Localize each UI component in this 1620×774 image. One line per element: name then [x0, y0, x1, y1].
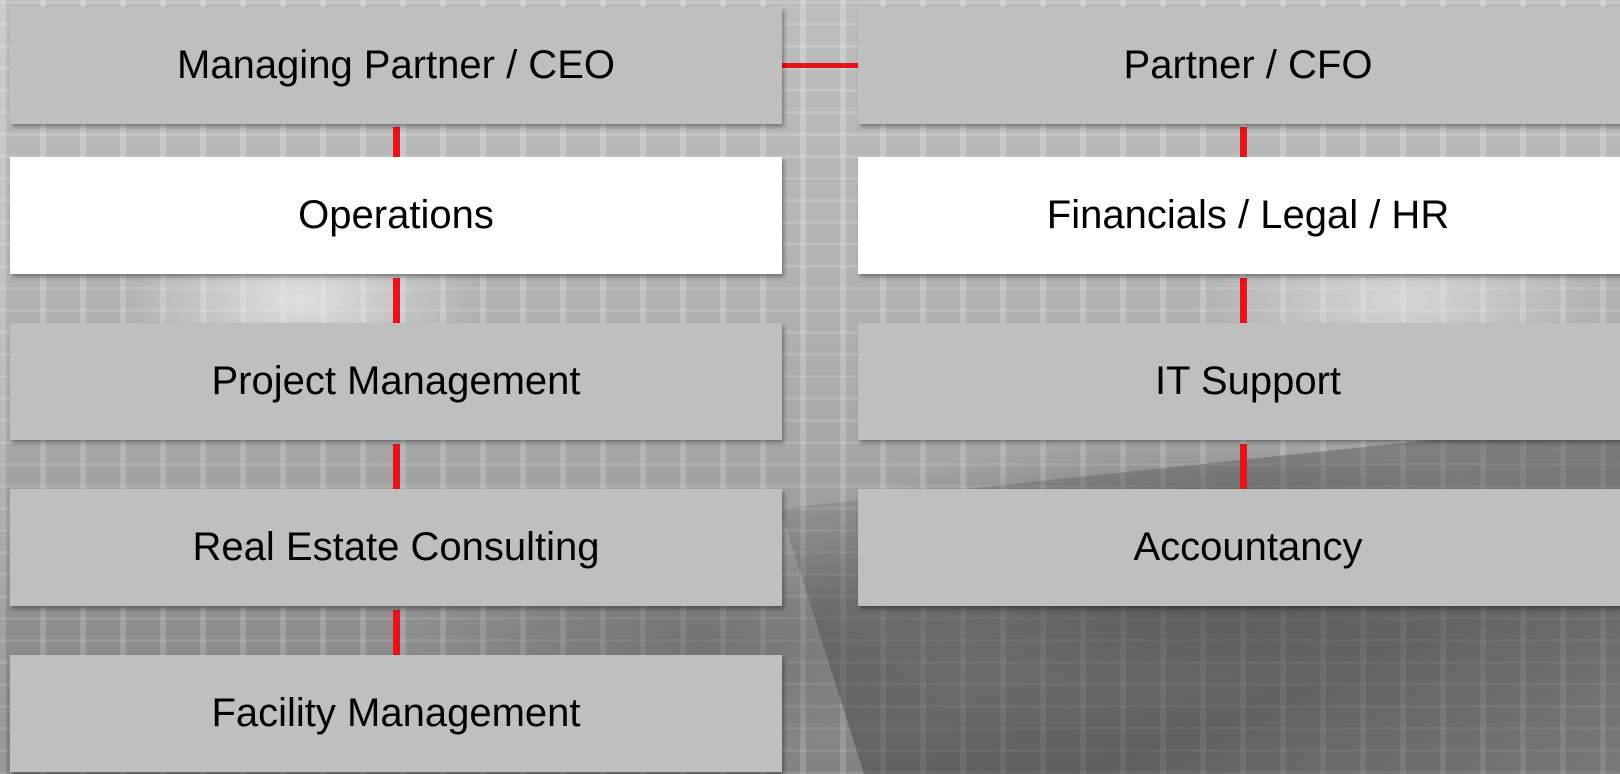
org-box-financials-legal-hr: Financials / Legal / HR — [858, 157, 1620, 274]
org-box-label: Real Estate Consulting — [192, 525, 600, 569]
org-box-label: Project Management — [211, 359, 581, 403]
org-box-label: Financials / Legal / HR — [1046, 193, 1450, 237]
connector-left-1 — [393, 127, 400, 157]
connector-left-2 — [393, 278, 400, 323]
connector-ceo-cfo — [782, 63, 858, 68]
connector-left-3 — [393, 444, 400, 489]
org-box-label: Operations — [298, 193, 494, 237]
org-box-label: Managing Partner / CEO — [177, 43, 615, 87]
org-box-project-management: Project Management — [10, 323, 782, 440]
connector-right-3 — [1240, 444, 1247, 489]
org-box-facility-management: Facility Management — [10, 655, 782, 772]
org-box-accountancy: Accountancy — [858, 489, 1620, 606]
org-box-label: IT Support — [1154, 359, 1342, 403]
org-box-label: Accountancy — [1133, 525, 1363, 569]
connector-right-1 — [1240, 127, 1247, 157]
org-box-operations: Operations — [10, 157, 782, 274]
org-box-managing-partner-ceo: Managing Partner / CEO — [10, 7, 782, 124]
org-box-label: Facility Management — [211, 691, 581, 735]
org-box-partner-cfo: Partner / CFO — [858, 7, 1620, 124]
org-box-it-support: IT Support — [858, 323, 1620, 440]
connector-left-4 — [393, 610, 400, 655]
org-box-real-estate-consulting: Real Estate Consulting — [10, 489, 782, 606]
connector-right-2 — [1240, 278, 1247, 323]
org-box-label: Partner / CFO — [1123, 43, 1373, 87]
